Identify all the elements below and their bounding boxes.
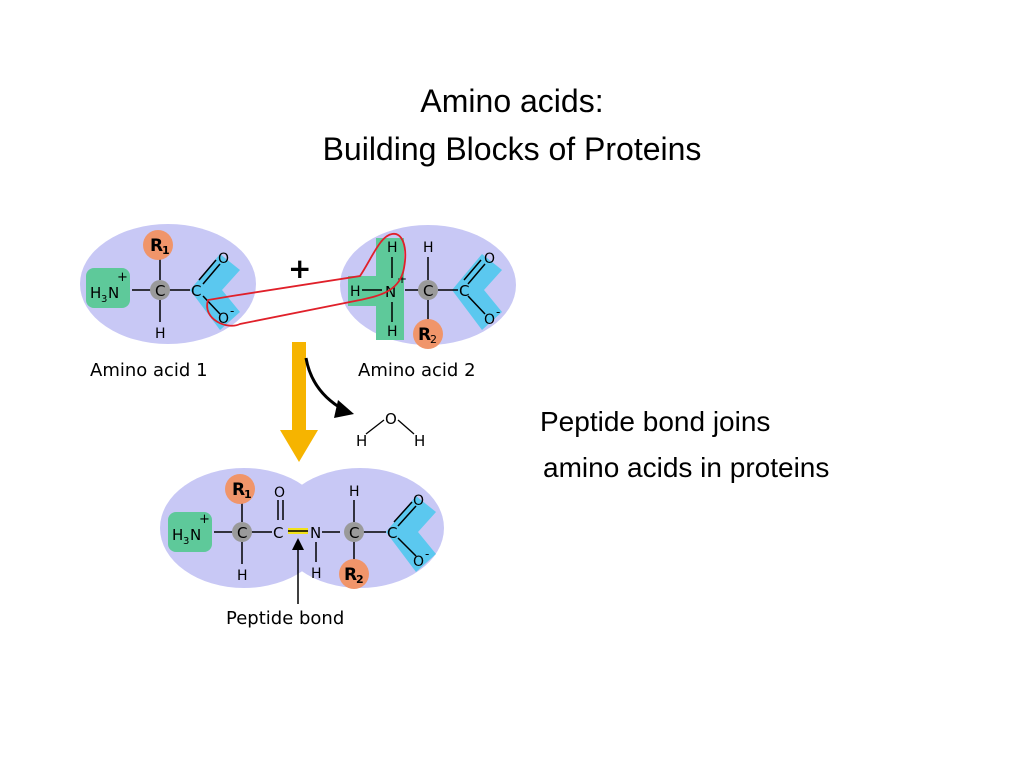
h3n-n: N [108, 284, 119, 302]
dipeptide-carboxyl-group [386, 496, 436, 572]
dipeptide-r1-group [225, 474, 255, 504]
caption-line1: Peptide bond joins [540, 406, 771, 437]
alpha-carbon-1 [150, 280, 170, 300]
dipeptide-alpha-c2-label: C [349, 524, 359, 542]
r2-subscript: 2 [430, 333, 437, 346]
amino-acid-2-label: Amino acid 2 [358, 360, 476, 381]
dipeptide-r1-label: R [232, 480, 245, 500]
n2-top-h: H [387, 240, 398, 256]
dipeptide-amide-h: H [311, 566, 322, 582]
carboxyl-o-2: O [484, 251, 495, 267]
h3n-h: H [90, 284, 101, 302]
water-release-arrowhead [334, 400, 354, 418]
water-molecule: H O H [356, 410, 425, 450]
dipeptide-carboxyl-o: O [413, 493, 424, 509]
dipeptide-alpha-carbon-2 [344, 522, 364, 542]
dipeptide-h3n-charge: + [199, 512, 210, 527]
dipeptide: R 1 H 3 N + C H O C N H H C R 2 C O O - [160, 468, 444, 589]
h3n-sub: 3 [101, 294, 107, 305]
n2-charge: + [397, 272, 407, 286]
alpha-carbon-2-label: C [423, 282, 433, 300]
slide-title-line1: Amino acids: [420, 83, 604, 119]
r1-subscript: 1 [162, 244, 170, 257]
dipeptide-alpha-carbon-1 [232, 522, 252, 542]
n2-atom: N [385, 283, 396, 301]
amino-acid-1: R 1 C H H 3 N + C O O - Amino acid 1 [80, 224, 256, 381]
plus-sign: + [288, 252, 311, 285]
dipeptide-carbonyl-c: C [273, 524, 283, 542]
alpha-carbon-2 [418, 280, 438, 300]
carboxyl-group-1 [190, 254, 240, 330]
dipeptide-r2-label: R [344, 565, 357, 585]
amino-acid-2: H H H N + C H R 2 C O O - Amino acid 2 [340, 225, 516, 381]
caption-line2: amino acids in proteins [543, 452, 830, 483]
carboxyl-c-1: C [191, 282, 201, 300]
dipeptide-amino-group [168, 512, 212, 552]
slide-title-line2: Building Blocks of Proteins [322, 131, 702, 167]
r2-label: R [418, 325, 431, 345]
water-h-right: H [414, 432, 425, 450]
carboxyl-minus-1: - [230, 304, 234, 318]
n2-bottom-h: H [387, 324, 398, 340]
dipeptide-h3n-h: H [172, 526, 183, 544]
dipeptide-h3n-sub: 3 [183, 536, 189, 547]
carboxyl-ominus-2: O [484, 312, 495, 328]
dipeptide-carboxyl-c: C [387, 524, 397, 542]
carboxyl-ominus-1: O [218, 311, 229, 327]
water-o: O [385, 410, 397, 428]
amino-acid-1-label: Amino acid 1 [90, 360, 208, 381]
water-h-left: H [356, 432, 367, 450]
carboxyl-o-1: O [218, 251, 229, 267]
dipeptide-h3n-n: N [190, 526, 201, 544]
h3n-charge: + [117, 270, 128, 285]
dipeptide-alpha-h1: H [237, 568, 248, 584]
alpha-h-1: H [155, 326, 166, 342]
dipeptide-carboxyl-minus: - [425, 547, 429, 561]
carboxyl-group-2 [452, 254, 502, 330]
amino-group-2 [348, 238, 404, 340]
dipeptide-alpha-c1-label: C [237, 524, 247, 542]
carboxyl-minus-2: - [496, 305, 500, 319]
dipeptide-r1-subscript: 1 [244, 488, 252, 501]
dipeptide-carbonyl-o: O [274, 485, 285, 501]
dipeptide-carboxyl-ominus: O [413, 554, 424, 570]
n2-left-h: H [350, 284, 361, 300]
peptide-bond-pointer-head [292, 538, 304, 550]
alpha-carbon-1-label: C [155, 282, 165, 300]
r2-group [413, 319, 443, 349]
amino-group-1 [86, 268, 130, 308]
dipeptide-r2-subscript: 2 [356, 573, 364, 586]
peptide-bond-label: Peptide bond [226, 608, 344, 629]
dipeptide-r2-group [339, 559, 369, 589]
r1-group [143, 230, 173, 260]
reaction-arrow [280, 342, 318, 462]
water-removal-outline [206, 233, 407, 327]
dipeptide-amide-n: N [310, 524, 321, 542]
alpha-h-2: H [423, 240, 434, 256]
dipeptide-alpha-h2: H [349, 484, 360, 500]
r1-label: R [150, 236, 163, 256]
carboxyl-c-2: C [459, 282, 469, 300]
